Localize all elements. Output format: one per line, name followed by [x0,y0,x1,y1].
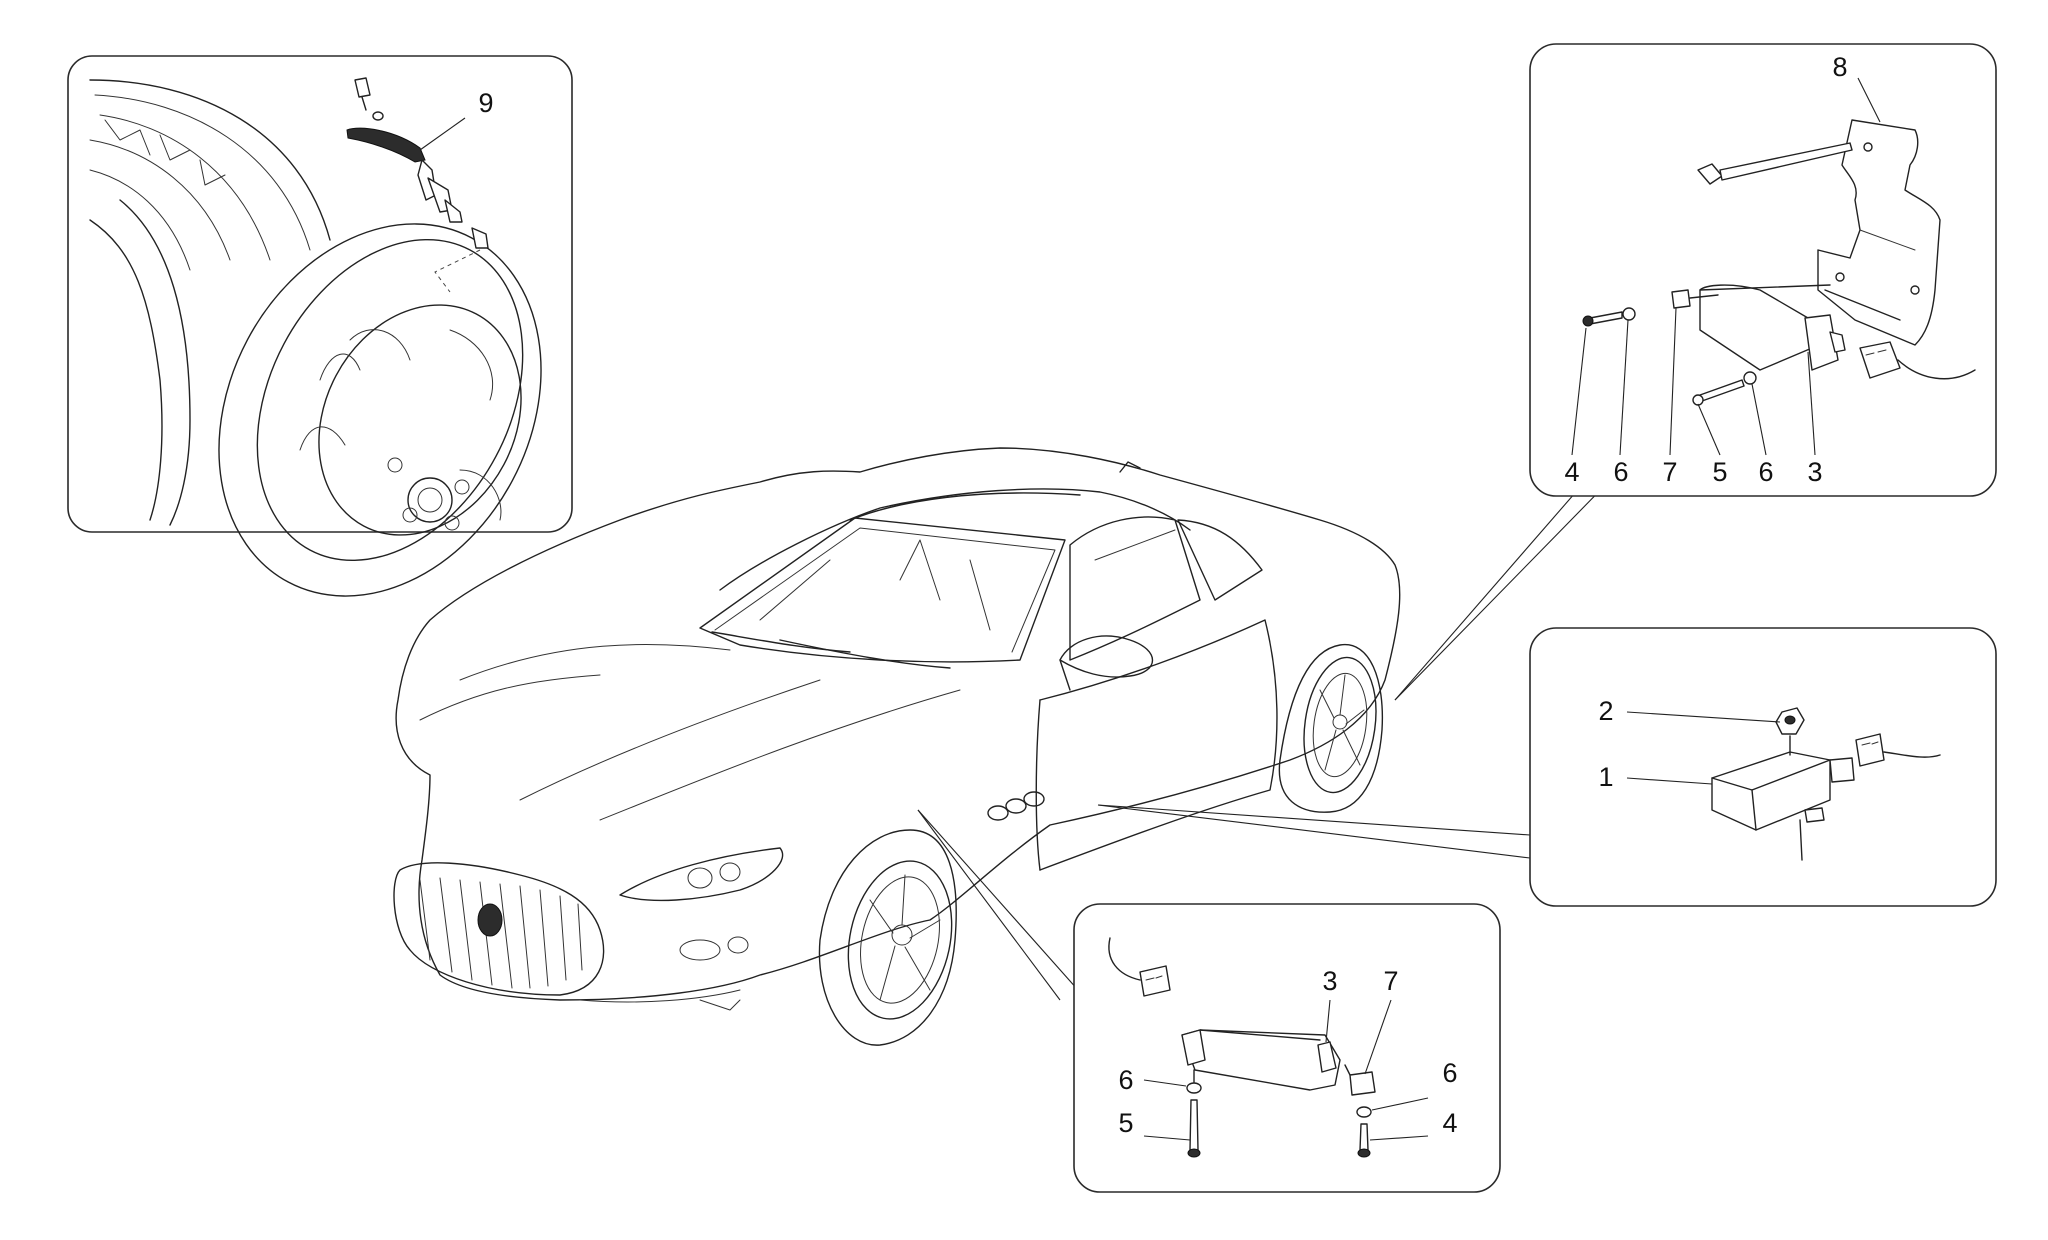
callout-washer-right: 6 [1758,457,1773,487]
callout-receiver-clip: 7 [1383,966,1398,996]
receiver-panel: 3 7 6 5 6 4 [1073,903,1501,1193]
receiver-assembly [1108,937,1376,1158]
bracket-assembly [1582,119,1976,406]
tire-drawing [89,79,542,597]
callout-control-unit: 1 [1598,762,1613,792]
rear-wheel [1278,643,1384,813]
front-wheel [818,829,957,1046]
side-vents [987,791,1045,821]
callout-sensor: 9 [478,88,493,118]
callout-receiver-washer-right: 6 [1442,1058,1457,1088]
callout-bracket: 8 [1832,52,1847,82]
callout-receiver-screw-right: 4 [1442,1108,1457,1138]
callout-clip: 7 [1662,457,1677,487]
front-grille [393,862,605,996]
car-illustration [393,447,1401,1046]
callout-nut: 2 [1598,696,1613,726]
bracket-panel: 8 4 6 7 5 6 3 [1529,43,1997,497]
callout-receiver-washer-left: 6 [1118,1065,1133,1095]
callout-receiver-module: 3 [1322,966,1337,996]
callout-screw-left: 4 [1564,457,1579,487]
callout-screw-right: 5 [1712,457,1727,487]
wheel-sensor-panel: 9 [67,55,573,597]
valve-sensor-assembly [346,77,489,293]
callout-module: 3 [1807,457,1822,487]
callout-washer-left: 6 [1613,457,1628,487]
control-unit-assembly [1711,707,1941,861]
control-unit-panel: 2 1 [1529,627,1997,907]
callout-receiver-screw-left: 5 [1118,1108,1133,1138]
panel-leader-lines [917,469,1621,1001]
